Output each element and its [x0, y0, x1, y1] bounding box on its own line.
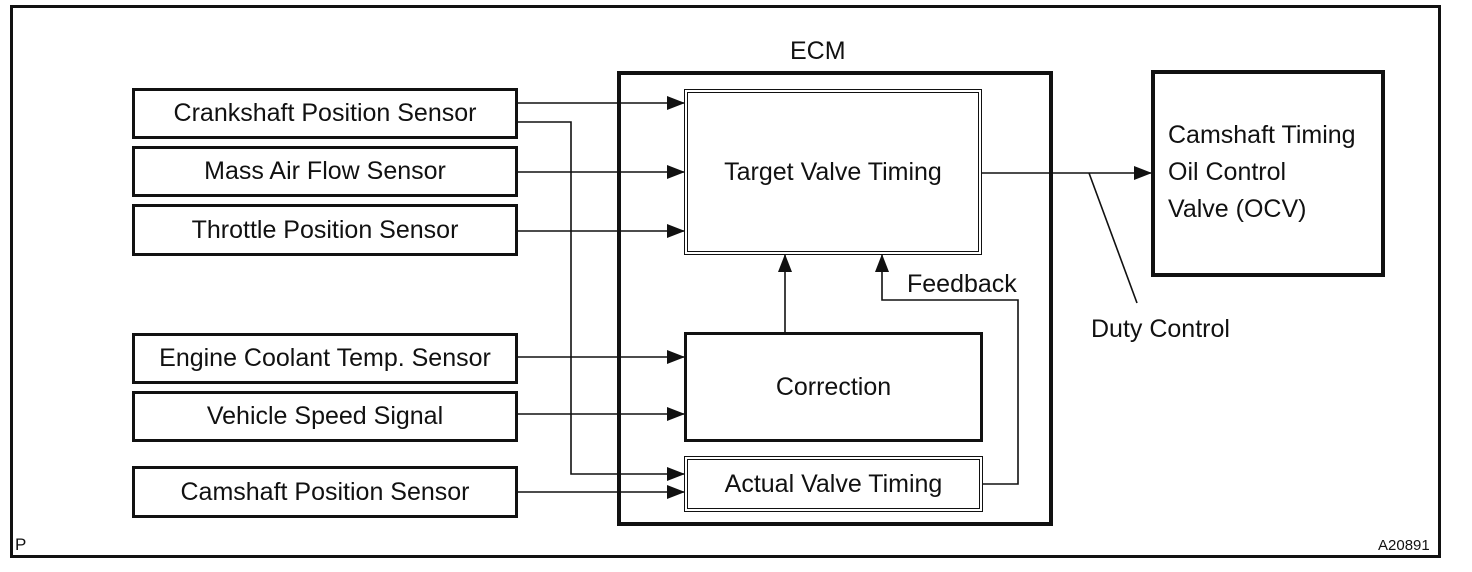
ecm-box — [617, 71, 1053, 526]
ocv-line: Oil Control — [1168, 158, 1287, 186]
sensor-camshaft-position: Camshaft Position Sensor — [132, 466, 518, 518]
sensor-label: Vehicle Speed Signal — [206, 402, 444, 430]
block-label: Actual Valve Timing — [724, 469, 943, 498]
arrow-feedback — [875, 254, 1019, 485]
sensor-label: Throttle Position Sensor — [191, 215, 459, 244]
block-label: Correction — [775, 372, 892, 401]
sensor-crankshaft-position: Crankshaft Position Sensor — [132, 88, 518, 139]
corner-mark-left: P — [15, 535, 27, 554]
ocv-label: Camshaft Timing Oil Control Valve (OCV) — [1168, 117, 1356, 228]
ocv-line: Camshaft Timing — [1168, 121, 1356, 149]
ecm-label: ECM — [790, 37, 846, 65]
sensor-vehicle-speed: Vehicle Speed Signal — [132, 391, 518, 442]
sensor-throttle-position: Throttle Position Sensor — [132, 204, 518, 256]
target-valve-timing-block: Target Valve Timing — [684, 89, 982, 255]
sensor-label: Camshaft Position Sensor — [180, 477, 470, 506]
sensor-mass-air-flow: Mass Air Flow Sensor — [132, 146, 518, 197]
ocv-box — [1151, 70, 1385, 277]
block-label: Target Valve Timing — [724, 157, 942, 186]
sensor-label: Crankshaft Position Sensor — [173, 99, 477, 127]
arrow-crank-actual — [518, 121, 685, 481]
figure-code: A20891 — [1378, 537, 1430, 554]
sensor-label: Engine Coolant Temp. Sensor — [159, 344, 491, 372]
feedback-label: Feedback — [907, 270, 1017, 298]
actual-valve-timing-block: Actual Valve Timing — [684, 456, 983, 512]
sensor-engine-coolant-temp: Engine Coolant Temp. Sensor — [132, 333, 518, 384]
correction-block: Correction — [684, 332, 983, 442]
ocv-line: Valve (OCV) — [1168, 195, 1307, 223]
duty-control-leader — [1088, 172, 1138, 304]
sensor-label: Mass Air Flow Sensor — [204, 157, 446, 185]
diagram-frame — [10, 5, 1441, 558]
duty-control-label: Duty Control — [1091, 315, 1230, 343]
